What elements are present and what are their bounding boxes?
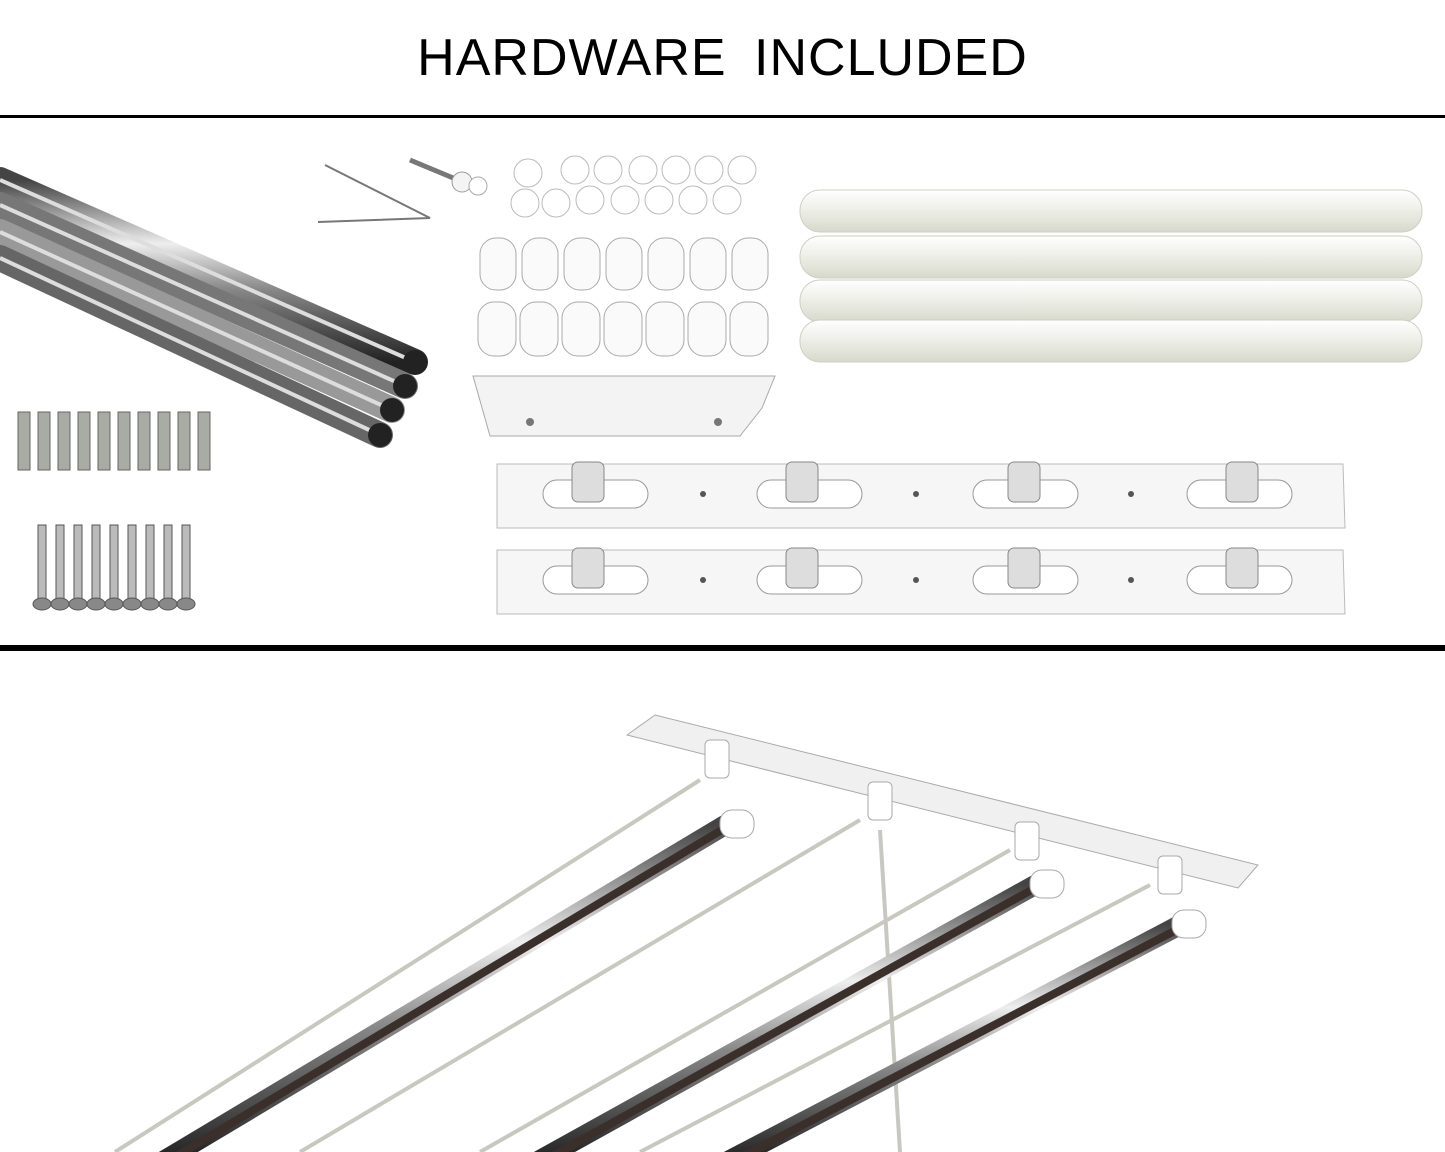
page-title: HARDWARE INCLUDED bbox=[417, 29, 1028, 87]
middle-divider bbox=[0, 645, 1445, 651]
pulley-caps bbox=[479, 237, 769, 291]
wire-tool bbox=[317, 164, 431, 223]
end-caps bbox=[510, 155, 757, 218]
rope-bundles bbox=[799, 189, 1423, 363]
ceiling-plates bbox=[496, 461, 1346, 615]
assembled-drying-rack bbox=[113, 714, 1259, 1152]
rod-end-caps bbox=[477, 301, 769, 357]
hook-screw bbox=[409, 157, 488, 196]
wall-anchors bbox=[17, 411, 211, 471]
screws bbox=[32, 524, 196, 611]
steel-rods bbox=[0, 167, 428, 448]
rope-cleat bbox=[472, 375, 776, 437]
top-divider bbox=[0, 115, 1445, 118]
